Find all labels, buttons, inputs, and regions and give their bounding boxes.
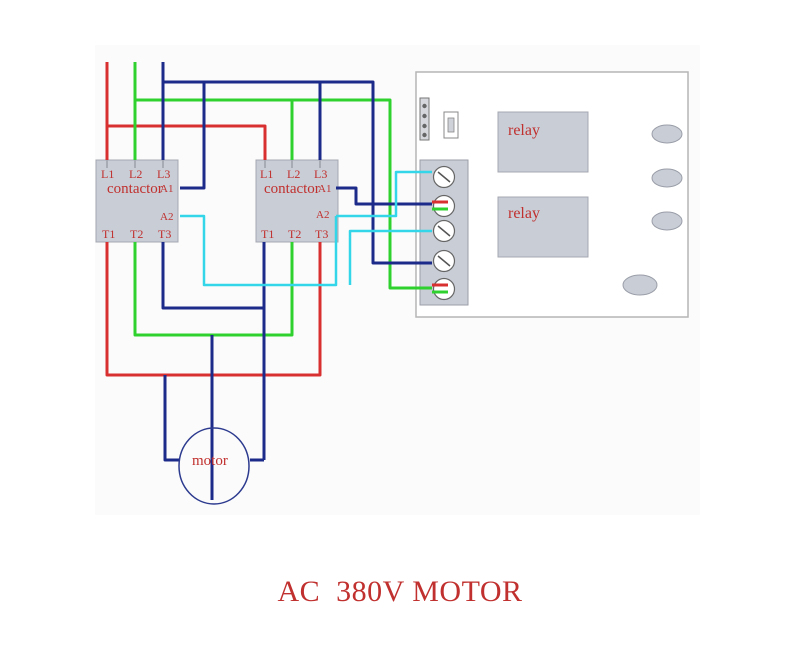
header-pin	[422, 103, 427, 109]
header-pin	[422, 113, 427, 119]
contactor-1-T2: T2	[130, 227, 143, 241]
contactor-2-L3: L3	[314, 167, 327, 181]
contactor-1-title: contactor	[107, 181, 163, 197]
contactor-1-labels: L1 L2 L3 contactor A1 A2 T1 T2 T3	[101, 167, 173, 241]
contactor-2-A2: A2	[316, 209, 329, 221]
contactor-1-A1: A1	[160, 183, 173, 195]
header-pin	[422, 123, 427, 129]
relay-2	[497, 196, 589, 258]
diagram-caption: AC 380V MOTOR	[277, 575, 523, 608]
board-component	[651, 168, 683, 188]
contactor-2-A1: A1	[318, 183, 331, 195]
contactor-2-body	[255, 159, 339, 243]
contactor-1-T1: T1	[102, 227, 115, 241]
contactor-2-T3: T3	[315, 227, 328, 241]
contactor-2	[255, 159, 339, 243]
contactor-2-L2: L2	[287, 167, 300, 181]
wires	[105, 62, 432, 500]
terminal-screw	[432, 194, 456, 218]
contactor-1-body	[95, 159, 179, 243]
terminal-slots	[437, 171, 451, 267]
blue-phase-wire	[161, 62, 432, 500]
contactor-2-T2: T2	[288, 227, 301, 241]
motor-body	[178, 427, 250, 505]
contactor-pins	[106, 160, 321, 168]
contactor-2-title: contactor	[264, 181, 320, 197]
relay-2-label: relay	[508, 205, 540, 222]
contactor-1-L2: L2	[129, 167, 142, 181]
board-component	[651, 211, 683, 231]
contactor-1	[95, 159, 179, 243]
blue-coil-wire	[336, 186, 373, 206]
contactor-2-T1: T1	[261, 227, 274, 241]
contactor-1-L3: L3	[157, 167, 170, 181]
board-component	[651, 124, 683, 144]
contactor-1-L1: L1	[101, 167, 114, 181]
terminal-wire-tags	[432, 200, 448, 294]
motor-label: motor	[192, 453, 228, 469]
contactor-2-L1: L1	[260, 167, 273, 181]
relay-1	[497, 111, 589, 173]
control-wire	[180, 170, 432, 287]
contactor-1-A2: A2	[160, 211, 173, 223]
motor: motor	[178, 427, 250, 505]
terminal-screw	[432, 277, 456, 301]
board-switch-knob	[447, 117, 455, 133]
contactor-2-labels: L1 L2 L3 contactor A1 A2 T1 T2 T3	[260, 167, 331, 241]
relay-board: relay relay	[415, 71, 689, 318]
board-component	[622, 274, 658, 296]
contactor-1-T3: T3	[158, 227, 171, 241]
header-pins	[419, 97, 430, 141]
relay-1-label: relay	[508, 122, 540, 139]
header-pin	[422, 132, 427, 138]
